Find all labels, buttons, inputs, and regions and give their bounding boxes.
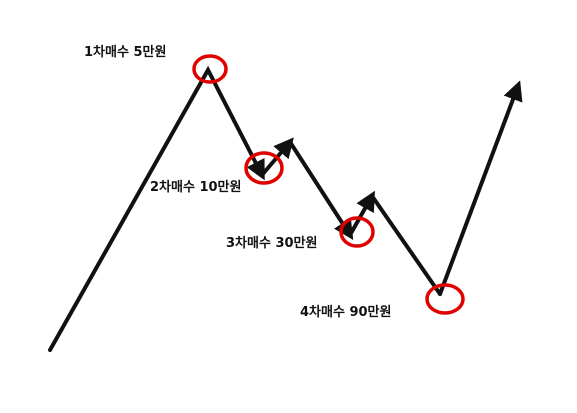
buy-point-marker-3 bbox=[339, 216, 375, 248]
price-line-main bbox=[48, 65, 265, 352]
buy-label-2: 2차매수 10만원 bbox=[150, 180, 242, 195]
price-line-drop-3 bbox=[370, 194, 442, 296]
buy-label-1: 1차매수 5만원 bbox=[84, 45, 167, 60]
buy-point-marker-4 bbox=[425, 283, 465, 315]
buy-point-marker-2 bbox=[244, 151, 284, 185]
price-line-drop-2 bbox=[288, 140, 354, 241]
price-line-rally bbox=[438, 80, 523, 296]
buy-point-marker-1 bbox=[192, 54, 228, 84]
buy-label-3: 3차매수 30만원 bbox=[226, 236, 318, 251]
buy-label-4: 4차매수 90만원 bbox=[300, 305, 392, 320]
price-line-bounce-2 bbox=[348, 190, 375, 237]
